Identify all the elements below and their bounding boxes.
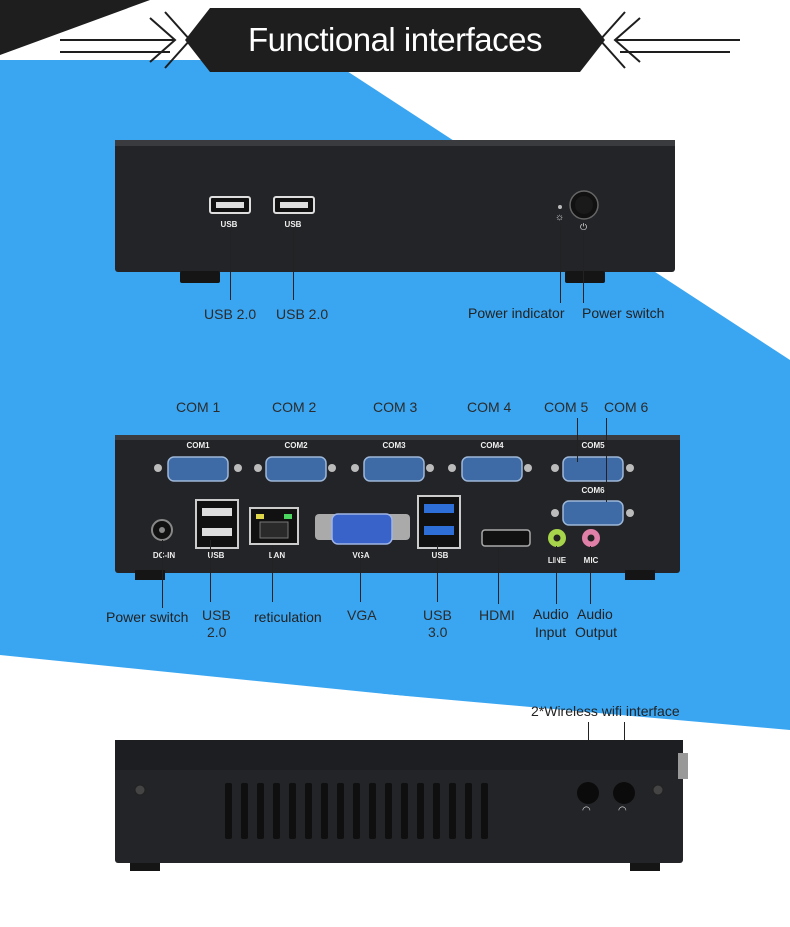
callout-audio-output-b: Output (575, 624, 618, 640)
callout-leader (293, 228, 294, 300)
rear-panel-device (115, 435, 680, 580)
wifi-icon: ◠ (582, 805, 591, 816)
callout-com3: COM 3 (373, 399, 418, 415)
callout-leader (230, 228, 231, 300)
callout-leader (498, 548, 499, 604)
light-icon: ☼ (555, 212, 565, 223)
mic-port-label: MIC (576, 556, 606, 565)
line-port-label: LINE (542, 556, 572, 565)
callout-leader (272, 545, 273, 602)
title-banner (60, 8, 740, 72)
callout-leader (437, 545, 438, 602)
page-title: Functional interfaces (248, 21, 543, 58)
callout-audio-input-a: Audio (533, 606, 569, 622)
vga-port-label: VGA (352, 551, 370, 560)
callout-usb30-a: USB (423, 607, 452, 623)
callout-power-switch-rear: Power switch (106, 609, 189, 625)
callout-power-indicator: Power indicator (468, 305, 565, 321)
callout-leader (162, 540, 163, 608)
callout-vga: VGA (347, 607, 377, 623)
callout-com6: COM 6 (604, 399, 649, 415)
com2-port-label: COM2 (284, 441, 308, 450)
callout-usb20-a: USB (202, 607, 231, 623)
com5-port-label: COM5 (581, 441, 605, 450)
wifi-icon: ◠ (618, 805, 627, 816)
callout-usb20-right: USB 2.0 (276, 306, 329, 322)
callout-power-switch: Power switch (582, 305, 665, 321)
usb-port-label: USB (207, 551, 225, 560)
callout-reticulation: reticulation (254, 609, 322, 625)
callout-com2: COM 2 (272, 399, 317, 415)
com4-port-label: COM4 (480, 441, 504, 450)
usb-port-label: USB (220, 220, 238, 229)
power-icon: ⏻ (580, 222, 588, 232)
front-panel-device (115, 140, 675, 283)
callout-leader (606, 418, 607, 502)
callout-leader (590, 546, 591, 604)
callout-com4: COM 4 (467, 399, 512, 415)
lan-port-label: LAN (268, 551, 286, 560)
callout-usb20-left: USB 2.0 (204, 306, 257, 322)
callout-leader (556, 546, 557, 604)
callout-com5: COM 5 (544, 399, 589, 415)
callout-usb30-b: 3.0 (428, 624, 448, 640)
callout-leader (577, 418, 578, 462)
callout-leader (560, 225, 561, 303)
callout-usb20-b: 2.0 (207, 624, 227, 640)
dc-in-port-label: DC-IN (152, 551, 176, 560)
com6-port-label: COM6 (581, 486, 605, 495)
callout-audio-input-b: Input (535, 624, 567, 640)
callout-leader (210, 540, 211, 602)
com3-port-label: COM3 (382, 441, 406, 450)
com1-port-label: COM1 (186, 441, 210, 450)
callout-leader (360, 548, 361, 602)
side-panel-device (115, 740, 688, 871)
callout-audio-output-a: Audio (577, 606, 613, 622)
usb-port-label: USB (431, 551, 449, 560)
callout-com1: COM 1 (176, 399, 221, 415)
callout-hdmi: HDMI (479, 607, 515, 623)
callout-wireless-interface: 2*Wireless wifi interface (531, 703, 680, 719)
usb-port-label: USB (284, 220, 302, 229)
callout-leader (583, 232, 584, 303)
